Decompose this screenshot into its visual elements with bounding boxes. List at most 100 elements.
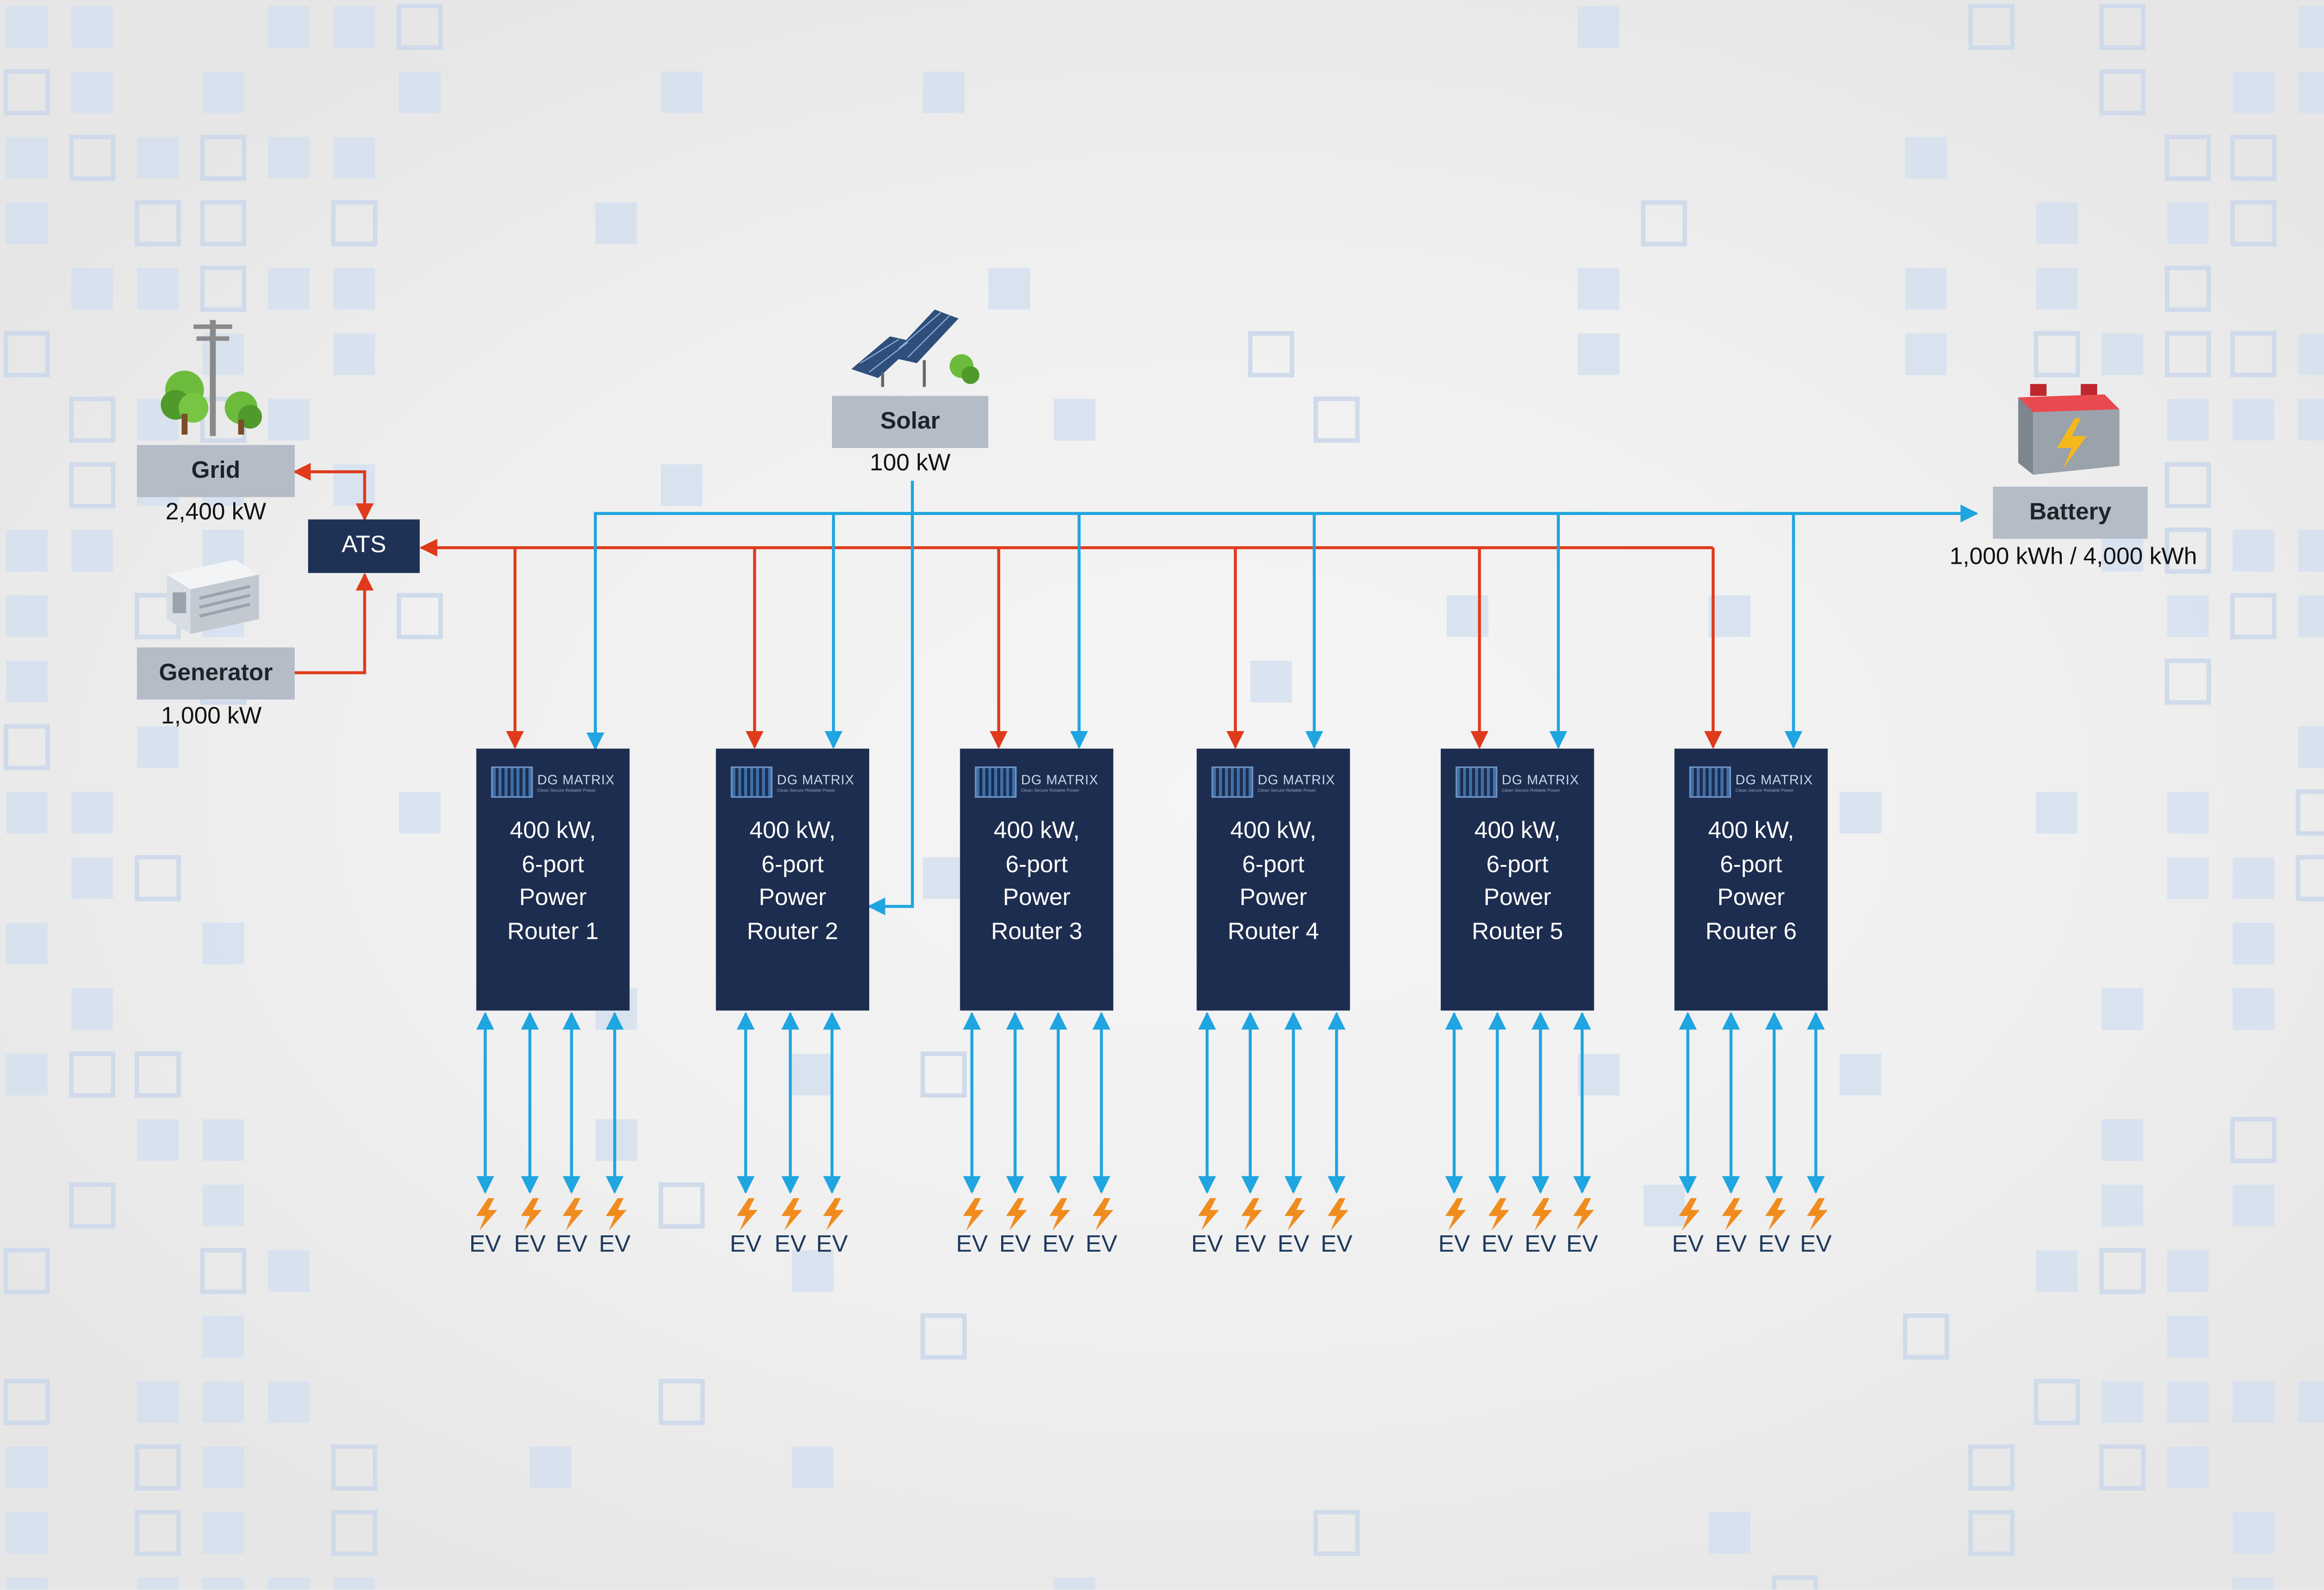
router-power: 400 kW, bbox=[1230, 818, 1317, 844]
dg-matrix-logo-icon bbox=[1455, 766, 1498, 798]
ev-charger-bolt-icon bbox=[781, 1198, 802, 1231]
ev-label: EV bbox=[1481, 1232, 1513, 1258]
ev-charger-bolt-icon bbox=[562, 1198, 584, 1231]
dg-matrix-logo-icon bbox=[975, 766, 1017, 798]
brand-tagline: Clean Secure Reliable Power bbox=[1502, 786, 1560, 793]
ev-charger-bolt-icon bbox=[1679, 1198, 1700, 1231]
router-name: Router 4 bbox=[1228, 919, 1319, 945]
ev-label: EV bbox=[1438, 1232, 1470, 1258]
router-ports: 6-port bbox=[1720, 852, 1783, 877]
battery-label: Battery bbox=[1993, 487, 2148, 539]
router-name: Router 5 bbox=[1472, 919, 1563, 945]
ev-charger-bolt-icon bbox=[1284, 1198, 1306, 1231]
ats-box: ATS bbox=[308, 519, 420, 573]
router-name: Router 2 bbox=[746, 919, 838, 945]
ev-charger-bolt-icon bbox=[737, 1198, 758, 1231]
router-type: Power bbox=[759, 885, 826, 911]
ev-charger-bolt-icon bbox=[1532, 1198, 1552, 1231]
router-name: Router 1 bbox=[507, 919, 599, 945]
ev-label: EV bbox=[555, 1232, 588, 1258]
ev-label: EV bbox=[999, 1232, 1031, 1258]
solar-line bbox=[867, 481, 914, 916]
ev-label: EV bbox=[469, 1232, 502, 1258]
solar-capacity: 100 kW bbox=[870, 451, 951, 476]
ev-label: EV bbox=[774, 1232, 806, 1258]
router-type: Power bbox=[1239, 885, 1307, 911]
router-name: Router 6 bbox=[1705, 919, 1797, 945]
ev-label: EV bbox=[599, 1232, 631, 1258]
battery-icon bbox=[2018, 384, 2119, 475]
router-type: Power bbox=[1717, 885, 1785, 911]
ev-label: EV bbox=[730, 1232, 762, 1258]
router-power: 400 kW, bbox=[1708, 818, 1794, 844]
brand-name: DG MATRIX bbox=[1735, 772, 1813, 787]
generator-label: Generator bbox=[137, 647, 295, 700]
ev-label: EV bbox=[1800, 1232, 1832, 1258]
brand-tagline: Clean Secure Reliable Power bbox=[1257, 786, 1316, 793]
ev-label: EV bbox=[1234, 1232, 1267, 1258]
ev-label: EV bbox=[1672, 1232, 1704, 1258]
ev-charger-bolt-icon bbox=[1765, 1198, 1786, 1231]
ev-label: EV bbox=[1085, 1232, 1117, 1258]
router-ports: 6-port bbox=[761, 852, 824, 877]
brand-name: DG MATRIX bbox=[1021, 772, 1099, 787]
dg-matrix-logo-icon bbox=[1689, 766, 1731, 798]
ev-label: EV bbox=[1566, 1232, 1598, 1258]
router-type: Power bbox=[1483, 885, 1552, 911]
grid-ats-line bbox=[293, 462, 374, 521]
ev-charger-bolt-icon bbox=[1241, 1198, 1262, 1231]
ev-charger-bolt-icon bbox=[1092, 1198, 1114, 1231]
ev-charger-bolt-icon bbox=[1198, 1198, 1219, 1231]
router-ports: 6-port bbox=[1486, 852, 1549, 877]
ev-label: EV bbox=[816, 1232, 848, 1258]
dg-matrix-logo-icon bbox=[1211, 766, 1254, 798]
ev-charger-bolt-icon bbox=[1488, 1198, 1510, 1231]
brand-tagline: Clean Secure Reliable Power bbox=[537, 786, 596, 793]
ev-label: EV bbox=[1277, 1232, 1309, 1258]
ev-charger-bolt-icon bbox=[963, 1198, 984, 1231]
ev-charger-bolt-icon bbox=[1006, 1198, 1027, 1231]
utility-pole-trees-icon bbox=[160, 320, 262, 436]
grid-label: Grid bbox=[137, 445, 295, 497]
ev-charger-bolt-icon bbox=[1722, 1198, 1743, 1231]
router-ports: 6-port bbox=[1005, 852, 1068, 877]
ev-charger-bolt-icon bbox=[823, 1198, 844, 1231]
ev-charger-bolt-icon bbox=[1327, 1198, 1349, 1231]
router-type: Power bbox=[1003, 885, 1070, 911]
solar-label: Solar bbox=[832, 396, 989, 448]
brand-name: DG MATRIX bbox=[1502, 772, 1579, 787]
brand-name: DG MATRIX bbox=[777, 772, 855, 787]
ev-label: EV bbox=[514, 1232, 546, 1258]
router-power: 400 kW, bbox=[993, 818, 1080, 844]
brand-tagline: Clean Secure Reliable Power bbox=[1021, 786, 1080, 793]
ev-charger-bolt-icon bbox=[606, 1198, 627, 1231]
router-type: Power bbox=[519, 885, 587, 911]
generator-ats-line bbox=[295, 573, 374, 674]
ev-charger-bolt-icon bbox=[1573, 1198, 1594, 1231]
ev-charger-bolt-icon bbox=[1049, 1198, 1070, 1231]
generator-icon bbox=[166, 560, 259, 634]
ev-label: EV bbox=[1715, 1232, 1747, 1258]
solar-panel-icon bbox=[851, 310, 980, 387]
brand-tagline: Clean Secure Reliable Power bbox=[1735, 786, 1794, 793]
ev-charger-bolt-icon bbox=[476, 1198, 497, 1231]
ev-label: EV bbox=[1525, 1232, 1557, 1258]
dc-bus bbox=[586, 504, 1979, 751]
ev-label: EV bbox=[1191, 1232, 1223, 1258]
router-name: Router 3 bbox=[991, 919, 1083, 945]
ev-charger-bolt-icon bbox=[1445, 1198, 1466, 1231]
